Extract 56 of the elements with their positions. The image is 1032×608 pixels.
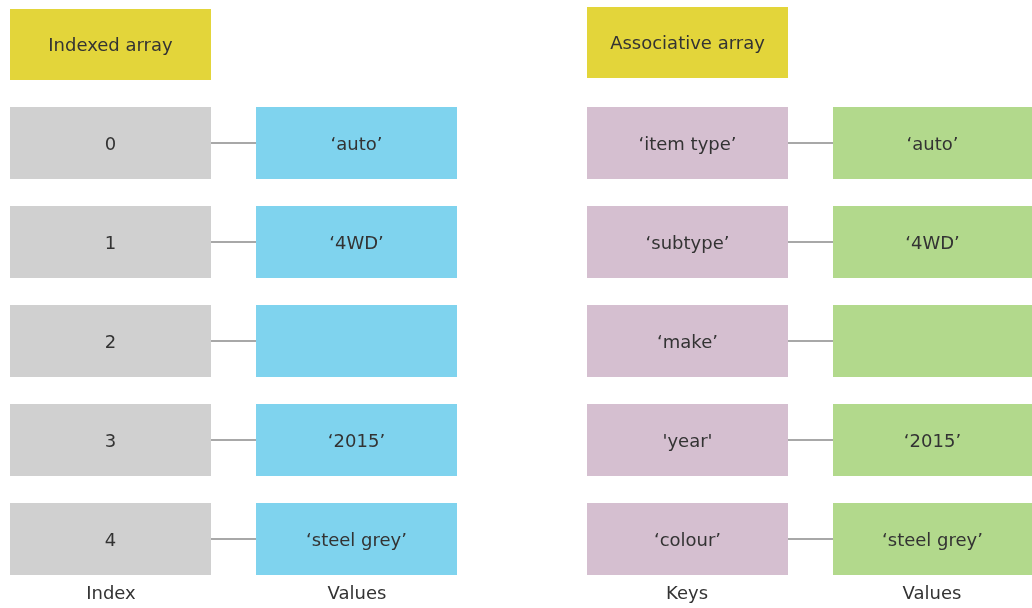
connector-line: [787, 241, 834, 243]
box-text: 2: [104, 330, 117, 352]
column-label: Values: [327, 582, 387, 603]
index-box: [10, 305, 211, 377]
box-text: ‘2015’: [327, 429, 386, 451]
index-box: [10, 404, 211, 476]
box-text: Associative array: [610, 32, 765, 53]
column-label: Values: [902, 582, 962, 603]
connector-line: [787, 538, 834, 540]
index-box: [10, 503, 211, 575]
box-text: 1: [104, 231, 117, 253]
box-text: ‘auto’: [330, 132, 383, 154]
connector-line: [210, 439, 257, 441]
title-box: [587, 7, 788, 78]
key-box: [587, 107, 788, 179]
box-text: ‘steel grey’: [882, 528, 983, 550]
column-label: Index: [86, 582, 136, 603]
box-text: ‘subtype’: [645, 231, 730, 253]
box-text: ‘4WD’: [905, 231, 960, 253]
value-box: [833, 503, 1032, 575]
value-box: [256, 107, 457, 179]
connector-line: [210, 340, 257, 342]
value-box: [833, 206, 1032, 278]
box-text: 3: [104, 429, 117, 451]
connector-line: [787, 439, 834, 441]
connector-line: [210, 241, 257, 243]
box-text: ‘2015’: [903, 429, 962, 451]
box-text: 'year': [662, 429, 713, 451]
box-text: Indexed array: [48, 34, 173, 55]
index-box: [10, 206, 211, 278]
title-box: [10, 9, 211, 80]
connector-line: [210, 538, 257, 540]
value-box: [256, 305, 457, 377]
box-text: ‘make’: [657, 330, 718, 352]
box-text: ‘steel grey’: [306, 528, 407, 550]
value-box: [256, 503, 457, 575]
value-box: [256, 206, 457, 278]
key-box: [587, 206, 788, 278]
key-box: [587, 503, 788, 575]
index-box: [10, 107, 211, 179]
box-text: ‘4WD’: [329, 231, 384, 253]
connector-line: [210, 142, 257, 144]
value-box: [256, 404, 457, 476]
box-text: 4: [104, 528, 117, 550]
connector-line: [787, 340, 834, 342]
connector-line: [787, 142, 834, 144]
box-text: 0: [104, 132, 117, 154]
value-box: [833, 404, 1032, 476]
box-text: ‘auto’: [906, 132, 959, 154]
value-box: [833, 305, 1032, 377]
value-box: [833, 107, 1032, 179]
key-box: [587, 404, 788, 476]
key-box: [587, 305, 788, 377]
column-label: Keys: [666, 582, 708, 603]
box-text: ‘colour’: [653, 528, 722, 550]
box-text: ‘item type’: [638, 132, 737, 154]
